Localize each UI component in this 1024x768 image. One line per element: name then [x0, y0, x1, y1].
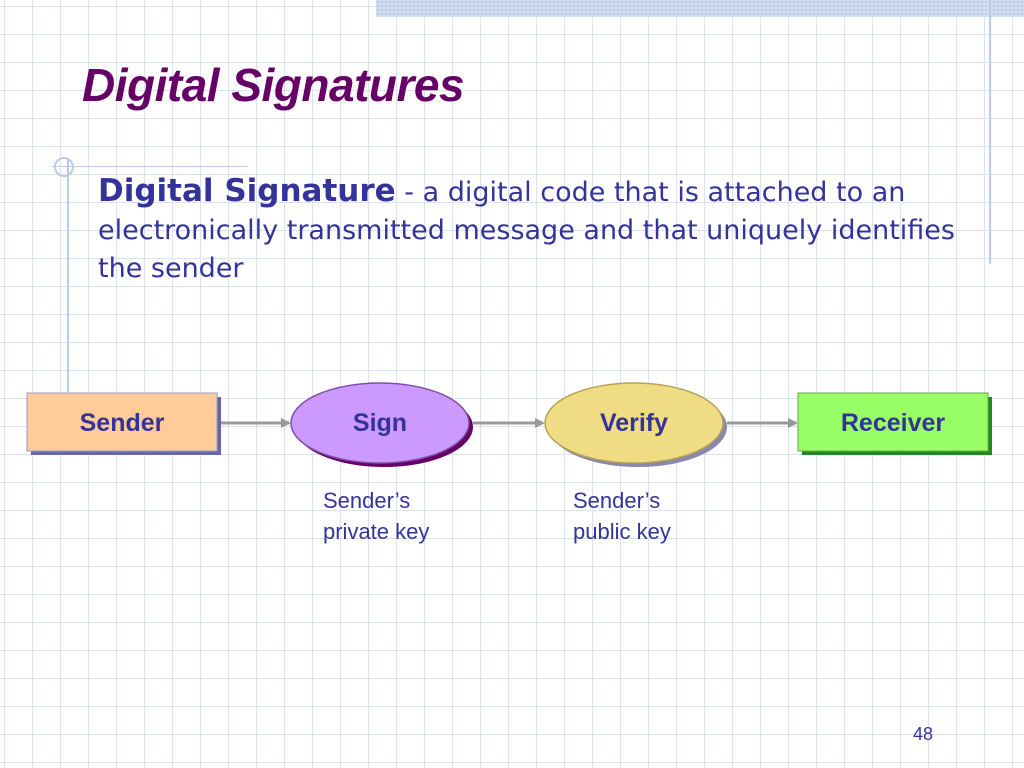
sign-label: Sign	[353, 409, 407, 437]
header-band	[376, 0, 1024, 17]
private-key-line2: private key	[323, 519, 430, 544]
sender-box	[26, 392, 218, 452]
decorative-rule-left	[67, 160, 69, 392]
receiver-label: Receiver	[841, 409, 946, 437]
definition-term: Digital Signature	[98, 173, 396, 209]
public-key-line2: public key	[573, 519, 671, 544]
page-number: 48	[913, 724, 934, 744]
public-key-line1: Sender’s	[573, 488, 661, 513]
sign-node: Sign	[290, 382, 473, 467]
verify-node: Verify	[544, 382, 727, 467]
sign-ellipse	[290, 382, 470, 464]
circle-ornament-icon	[54, 157, 74, 177]
receiver-node: Receiver	[797, 392, 992, 455]
decorative-rule-right	[989, 0, 991, 264]
definition-body: a digital code that is attached to an el…	[98, 177, 955, 284]
sender-label: Sender	[80, 409, 165, 437]
receiver-box	[797, 392, 989, 452]
slide-title: Digital Signatures	[82, 59, 465, 111]
definition-separator: -	[395, 177, 423, 208]
definition-text: Digital Signature - a digital code that …	[98, 172, 978, 288]
sender-node: Sender	[26, 392, 221, 455]
private-key-line1: Sender’s	[323, 488, 411, 513]
verify-label: Verify	[600, 409, 668, 437]
private-key-annotation: Sender’s private key	[323, 485, 429, 547]
decorative-rule-horizontal	[52, 166, 248, 167]
public-key-annotation: Sender’s public key	[573, 485, 671, 547]
verify-ellipse	[544, 382, 724, 464]
